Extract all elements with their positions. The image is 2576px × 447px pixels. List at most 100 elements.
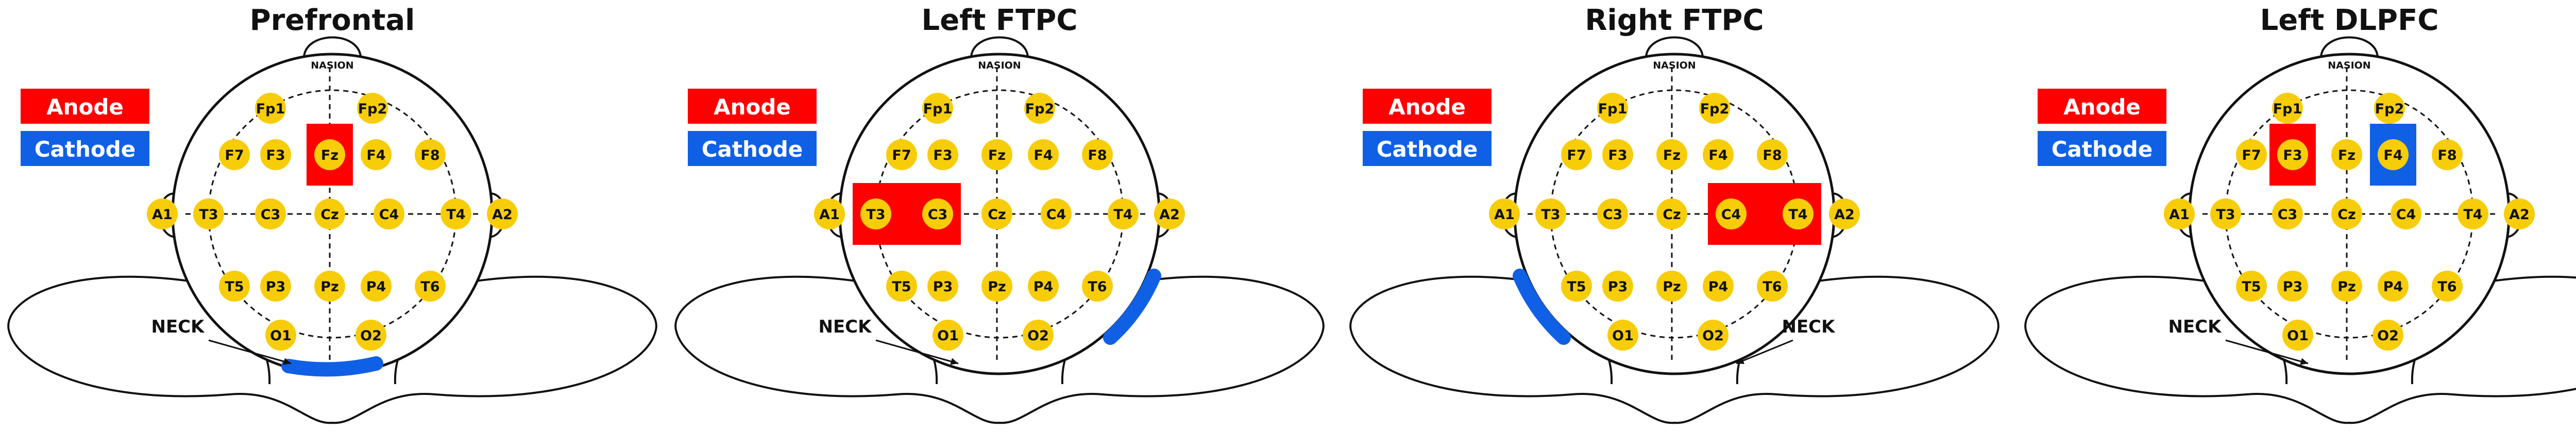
panel-title: Left DLPFC [2260, 4, 2439, 37]
electrode-label-pz: Pz [2337, 279, 2356, 295]
electrode-o2 [1698, 320, 1728, 351]
electrode-c3 [255, 198, 286, 229]
electrode-label-p4: P4 [1708, 279, 1728, 295]
electrode-pz [2331, 271, 2362, 302]
electrode-a2 [1154, 198, 1185, 229]
electrode-f4 [1703, 139, 1734, 170]
electrode-c4 [374, 198, 404, 229]
legend-cathode-swatch [688, 131, 817, 166]
legend-anode-swatch [1363, 89, 1492, 124]
electrode-f4 [361, 139, 392, 170]
electrode-fz [981, 139, 1012, 170]
electrode-f8 [415, 139, 446, 170]
electrode-label-t3: T3 [199, 207, 218, 223]
electrode-o2 [355, 320, 386, 351]
electrode-f7 [219, 139, 250, 170]
electrode-label-p3: P3 [2283, 279, 2303, 295]
electrode-label-a1: A1 [152, 207, 173, 223]
electrode-o1 [1607, 320, 1638, 351]
electrode-label-fz: Fz [1663, 147, 1681, 163]
electrode-label-a2: A2 [2509, 207, 2530, 223]
electrode-label-pz: Pz [1663, 279, 1681, 295]
electrode-label-c3: C3 [1603, 207, 1623, 223]
electrode-a1 [1489, 198, 1520, 229]
electrode-label-fp1: Fp1 [2273, 101, 2302, 117]
electrode-label-t4: T4 [446, 207, 465, 223]
electrode-label-t4: T4 [1788, 207, 1807, 223]
electrode-label-fp1: Fp1 [256, 101, 285, 117]
legend-anode-swatch [688, 89, 817, 124]
electrode-label-fp2: Fp2 [1700, 101, 1730, 117]
electrode-p3 [260, 271, 291, 302]
nose [970, 36, 1029, 57]
neck-label: NECK [1782, 317, 1836, 337]
electrode-label-fp2: Fp2 [358, 101, 387, 117]
electrode-p3 [1602, 271, 1633, 302]
electrode-f8 [2432, 139, 2463, 170]
legend-anode-swatch [21, 89, 149, 124]
electrode-label-c4: C4 [1721, 207, 1741, 223]
electrode-label-o1: O1 [1612, 328, 1634, 344]
neck-arrow-head [283, 358, 291, 365]
electrode-fp2 [357, 93, 388, 124]
legend-anode-label: Anode [46, 94, 124, 120]
electrode-label-p4: P4 [2383, 279, 2403, 295]
body-outline [7, 275, 657, 424]
electrode-f8 [1082, 139, 1113, 170]
electrode-f7 [2236, 139, 2267, 170]
electrode-fp2 [1699, 93, 1730, 124]
electrode-p4 [361, 271, 392, 302]
electrode-label-a1: A1 [1494, 207, 1515, 223]
electrode-label-p3: P3 [1608, 279, 1628, 295]
legend-cathode-label: Cathode [702, 137, 803, 162]
legend-cathode-swatch [21, 131, 149, 166]
electrode-label-f7: F7 [225, 147, 244, 163]
electrode-label-p4: P4 [1033, 279, 1054, 295]
electrode-a1 [147, 198, 178, 229]
electrode-a1 [814, 198, 845, 229]
electrode-o2 [1023, 320, 1054, 351]
legend-anode-swatch [2038, 89, 2166, 124]
electrode-label-fz: Fz [321, 147, 338, 163]
electrode-label-cz: Cz [320, 207, 339, 223]
electrode-label-f4: F4 [1708, 147, 1727, 163]
electrode-f3 [2277, 139, 2308, 170]
electrode-label-t5: T5 [892, 279, 911, 295]
electrode-label-f4: F4 [366, 147, 385, 163]
electrode-label-t6: T6 [420, 279, 439, 295]
electrode-label-p3: P3 [933, 279, 953, 295]
electrode-c4 [1041, 198, 1072, 229]
electrode-label-p4: P4 [366, 279, 386, 295]
legend-anode-label: Anode [714, 94, 791, 120]
electrode-fz [1656, 139, 1687, 170]
electrode-c4 [1716, 198, 1747, 229]
electrode-label-f3: F3 [933, 147, 952, 163]
electrode-label-pz: Pz [320, 279, 339, 295]
electrode-f3 [1602, 139, 1633, 170]
electrode-o1 [265, 320, 296, 351]
electrode-label-t5: T5 [1567, 279, 1586, 295]
electrode-f3 [260, 139, 291, 170]
electrode-p4 [2378, 271, 2409, 302]
electrode-t5 [219, 271, 250, 302]
neck-label: NECK [819, 317, 873, 337]
electrode-label-t3: T3 [2216, 207, 2235, 223]
electrode-t4 [1108, 198, 1139, 229]
electrode-p4 [1703, 271, 1734, 302]
electrode-fp1 [1597, 93, 1628, 124]
body-outline [674, 275, 1325, 424]
electrode-cz [1656, 198, 1687, 229]
electrode-label-f4: F4 [2383, 147, 2402, 163]
electrode-c3 [1597, 198, 1628, 229]
electrode-t3 [860, 198, 891, 229]
electrode-label-c4: C4 [2396, 207, 2416, 223]
electrode-p4 [1028, 271, 1059, 302]
electrode-label-f3: F3 [2283, 147, 2302, 163]
legend-anode-label: Anode [2063, 94, 2141, 120]
electrode-t5 [886, 271, 917, 302]
electrode-label-a2: A2 [492, 207, 513, 223]
